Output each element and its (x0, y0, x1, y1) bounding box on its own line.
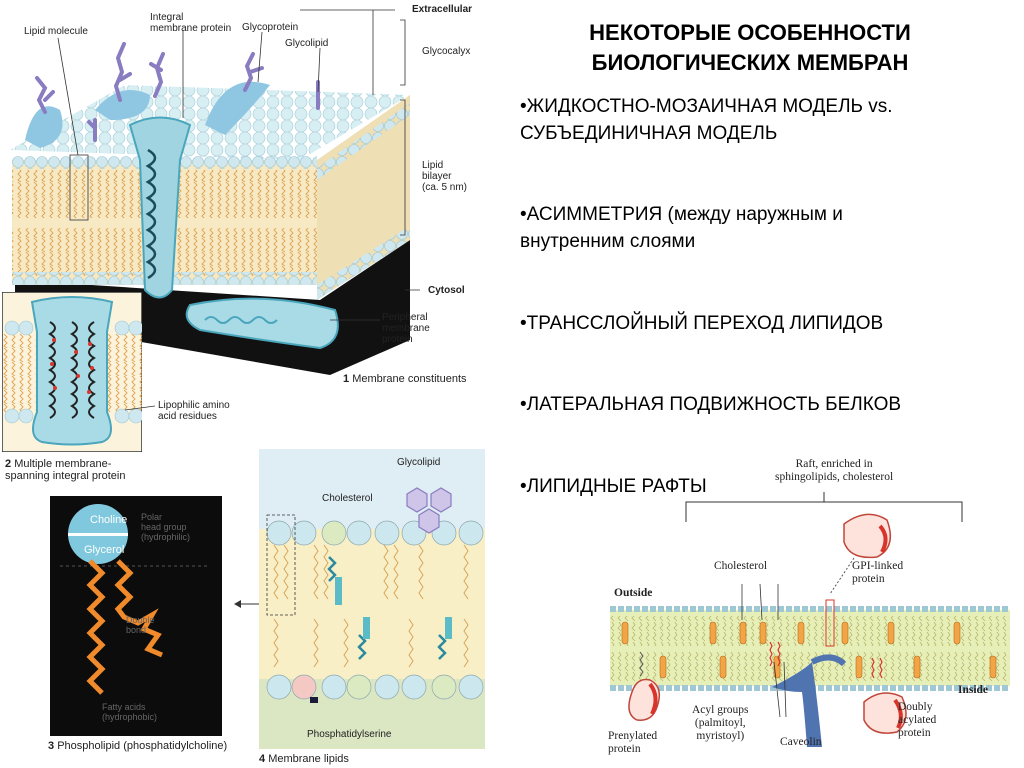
bullet-transbilayer: •ТРАНССЛОЙНЫЙ ПЕРЕХОД ЛИПИДОВ (520, 310, 990, 337)
lipid-raft-illustration (610, 492, 1010, 747)
membrane-lipids-illustration (259, 449, 485, 749)
bullet-lipid-rafts: •ЛИПИДНЫЕ РАФТЫ (520, 473, 990, 500)
lipid-molecule-label: Lipid molecule (24, 26, 88, 37)
glycolipid-label: Glycolipid (285, 38, 329, 49)
left-arrow (234, 600, 260, 608)
bullet-2-line-1: •АСИММЕТРИЯ (между наружным и (520, 204, 843, 225)
bullet-asymmetry: •АСИММЕТРИЯ (между наружным и внутренним… (520, 201, 990, 255)
bullet-2-line-2: внутренним слоями (520, 231, 696, 252)
figure-1-number: 1 (343, 373, 350, 385)
figure-2-caption-text: Multiple membrane- spanning integral pro… (5, 458, 126, 482)
figure-2-number: 2 (5, 458, 12, 470)
extracellular-label: Extracellular (412, 4, 473, 15)
figure-4-caption: 4 Membrane lipids (259, 753, 349, 765)
glycocalyx-label: Glycocalyx (422, 46, 471, 57)
fig4-cholesterol-label: Cholesterol (322, 493, 373, 504)
phosphatidylserine-label: Phosphatidylserine (307, 729, 392, 740)
gpi-linked-protein-label: GPI-linked protein (852, 560, 904, 585)
prenylated-protein-label: Prenylated protein (608, 730, 658, 755)
double-bond-label: Double bond (126, 615, 155, 635)
lipid-bilayer-label: Lipid bilayer (ca. 5 nm) (422, 160, 468, 193)
choline-label: Choline (90, 514, 128, 526)
multi-spanning-protein-illustration (2, 292, 142, 452)
figure-3-number: 3 (48, 740, 55, 752)
inside-label: Inside (958, 684, 989, 696)
doubly-acylated-protein-label: Doubly acylated protein (898, 701, 937, 739)
outside-label: Outside (614, 587, 653, 599)
slide-title-line-1: НЕКОТОРЫЕ ОСОБЕННОСТИ (589, 20, 911, 45)
caveolin-label: Caveolin (780, 736, 822, 748)
raft-header-label: Raft, enriched in sphingolipids, cholest… (775, 458, 894, 483)
bullet-fluid-mosaic: •ЖИДКОСТНО-МОЗАИЧНАЯ МОДЕЛЬ vs. СУБЪЕДИН… (520, 93, 990, 147)
integral-membrane-protein-label: Integral membrane protein (150, 12, 232, 34)
acyl-groups-label: Acyl groups (palmitoyl, myristoyl) (692, 704, 749, 742)
fatty-acids-label: Fatty acids (hydrophobic) (102, 702, 158, 722)
bullet-1-line-2: СУБЪЕДИНИЧНАЯ МОДЕЛЬ (520, 123, 778, 144)
figure-3-caption: 3 Phospholipid (phosphatidylcholine) (48, 740, 227, 752)
fig4-glycolipid-label: Glycolipid (397, 457, 441, 468)
bullet-3-line-1: •ТРАНССЛОЙНЫЙ ПЕРЕХОД ЛИПИДОВ (520, 313, 884, 334)
figure-2-caption: 2 Multiple membrane- spanning integral p… (5, 458, 125, 482)
bullet-4-line-1: •ЛАТЕРАЛЬНАЯ ПОДВИЖНОСТЬ БЕЛКОВ (520, 394, 902, 415)
slide-title-line-2: БИОЛОГИЧЕСКИХ МЕМБРАН (591, 50, 909, 75)
fig2-pointer-line (125, 405, 155, 411)
glycoprotein-label: Glycoprotein (242, 22, 299, 33)
bullet-1-line-1: •ЖИДКОСТНО-МОЗАИЧНАЯ МОДЕЛЬ vs. (520, 96, 893, 117)
lipophilic-amino-acid-label: Lipophilic amino acid residues (158, 400, 230, 422)
polar-head-group-label: Polar head group (hydrophilic) (141, 512, 191, 542)
phospholipid-illustration (50, 496, 222, 736)
peripheral-membrane-protein-label: Peripheral membrane protein (382, 312, 430, 345)
slide-title: НЕКОТОРЫЕ ОСОБЕННОСТИ БИОЛОГИЧЕСКИХ МЕМБ… (520, 18, 980, 78)
bullet-lateral-mobility: •ЛАТЕРАЛЬНАЯ ПОДВИЖНОСТЬ БЕЛКОВ (520, 391, 990, 418)
cytosol-label: Cytosol (428, 285, 465, 296)
figure-1-caption: 1 Membrane constituents (343, 373, 467, 385)
figure-1-caption-text: Membrane constituents (352, 373, 467, 385)
figure-4-caption-text: Membrane lipids (268, 753, 349, 765)
membrane-block-illustration (10, 9, 420, 375)
figure-4-number: 4 (259, 753, 266, 765)
figure-3-caption-text: Phospholipid (phosphatidylcholine) (57, 740, 228, 752)
raft-cholesterol-label: Cholesterol (714, 560, 768, 572)
bullet-5-line-1: •ЛИПИДНЫЕ РАФТЫ (520, 476, 707, 497)
glycerol-label: Glycerol (84, 544, 125, 556)
